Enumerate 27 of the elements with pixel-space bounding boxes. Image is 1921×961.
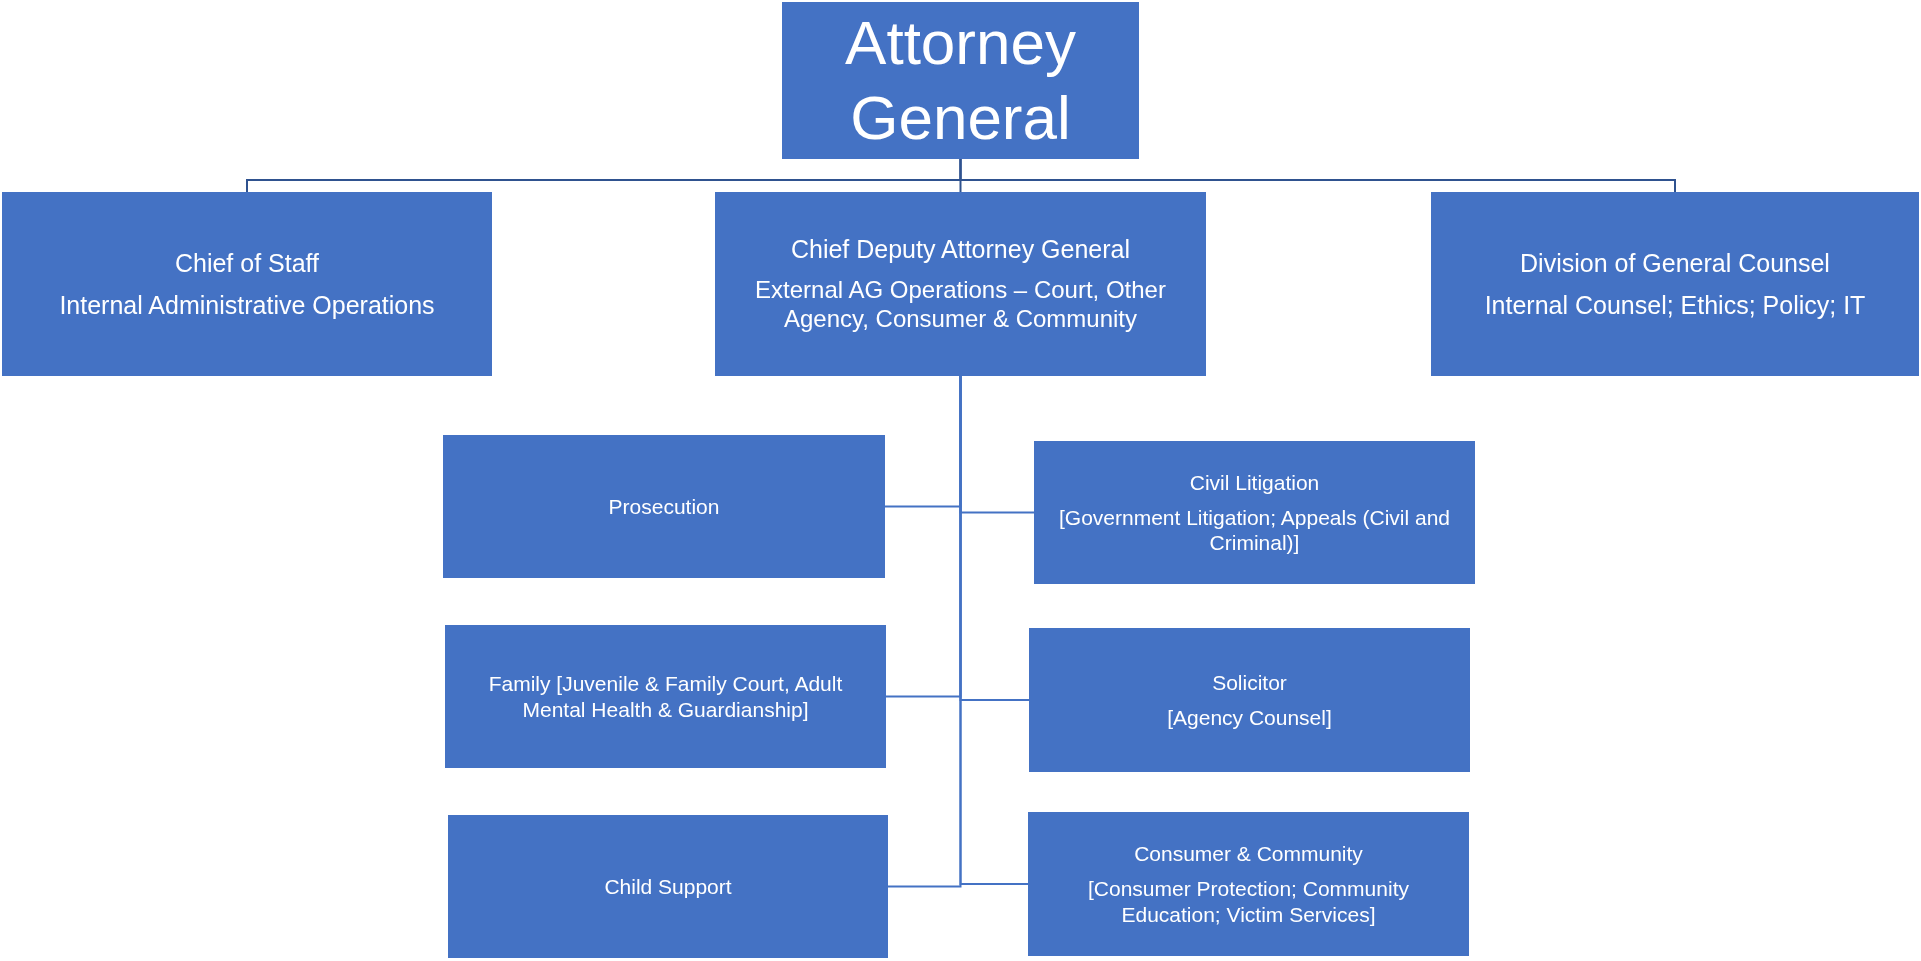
box-description: External AG Operations – Court, Other Agency, Consumer & Community [754, 276, 1167, 334]
box-label: Family [Juvenile & Family Court, Adult Mental Health & Guardianship] [487, 671, 844, 722]
box-label: Prosecution [608, 493, 720, 520]
org-box [1029, 628, 1470, 772]
box-heading: Chief of Staff [174, 248, 320, 278]
box-heading: Consumer & Community [1134, 841, 1363, 867]
box-description: Internal Administrative Operations [59, 290, 435, 320]
box-heading: Civil Litigation [1189, 469, 1320, 495]
org-box [1034, 441, 1475, 584]
org-box [2, 192, 492, 376]
box-description: [Agency Counsel] [1167, 705, 1332, 731]
org-box [715, 192, 1206, 376]
box-heading: Solicitor [1212, 669, 1287, 695]
connector-line [959, 158, 1676, 193]
org-box [445, 625, 886, 768]
org-box [448, 815, 888, 958]
box-heading: Division of General Counsel [1520, 248, 1830, 278]
box-description: [Government Litigation; Appeals (Civil and Criminal)] [1057, 504, 1451, 556]
box-description: [Consumer Protection; Community Education; Victim Services] [1087, 876, 1410, 927]
org-box [1028, 812, 1469, 956]
box-label: Attorney General [844, 7, 1077, 154]
box-label: Child Support [604, 873, 732, 900]
box-heading: Chief Deputy Attorney General [790, 234, 1131, 265]
org-box [1431, 192, 1919, 376]
org-box [443, 435, 885, 578]
box-description: Internal Counsel; Ethics; Policy; IT [1484, 290, 1866, 320]
org-box [782, 2, 1139, 159]
